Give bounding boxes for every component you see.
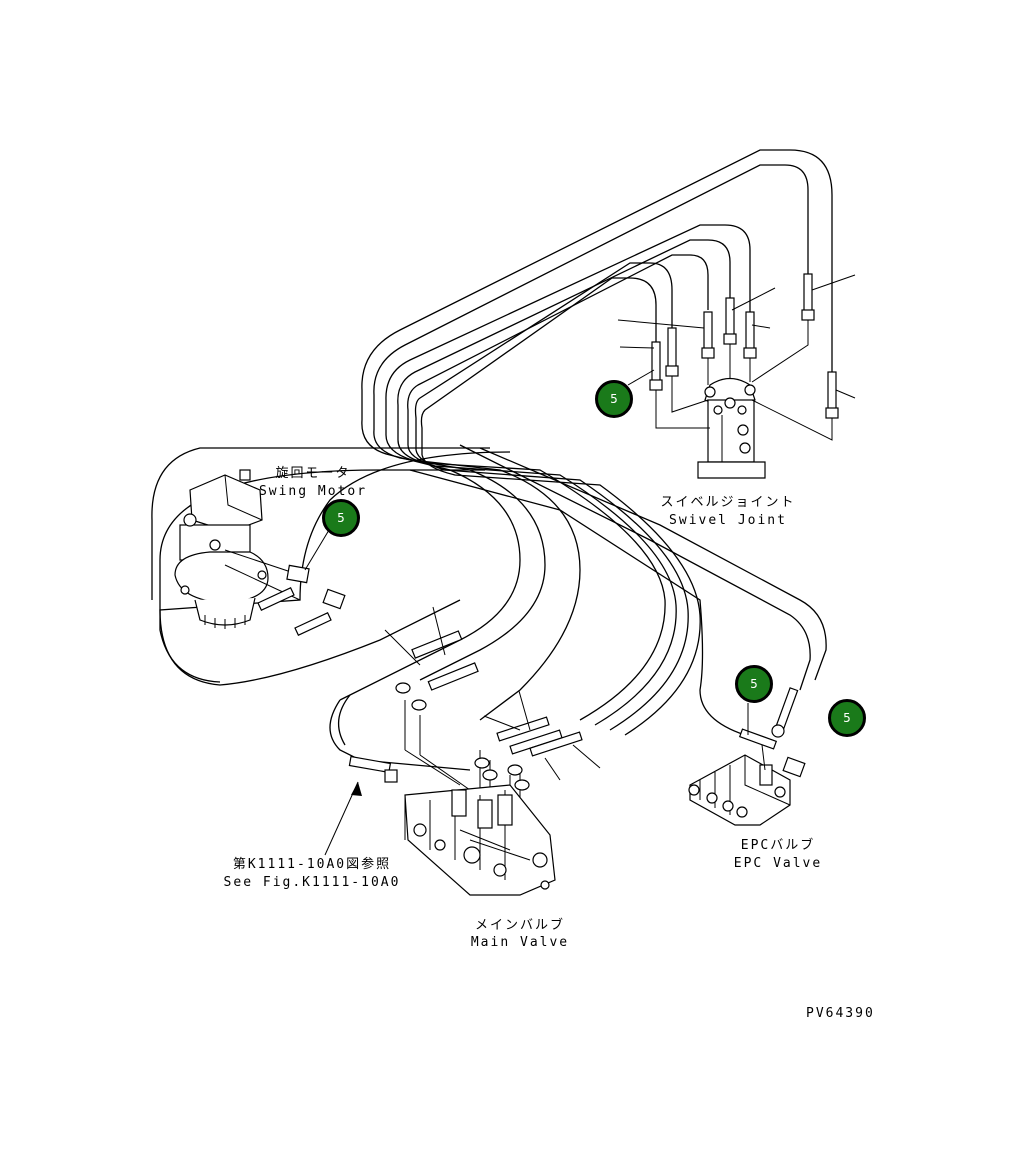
swing-motor-label-en: Swing Motor <box>258 484 368 499</box>
swivel-joint-label-jp: スイベルジョイント <box>660 495 796 510</box>
main-valve-label-en: Main Valve <box>470 935 570 950</box>
swivel-joint-label-en: Swivel Joint <box>669 513 787 528</box>
drawing-code: PV64390 <box>806 1006 875 1021</box>
swing-motor-body <box>174 469 269 629</box>
epc-valve-body <box>688 687 806 826</box>
epc-valve-label-jp: EPCバルブ <box>740 838 816 853</box>
reference-label-en: See Fig.K1111-10A0 <box>223 875 401 890</box>
hose-bundle-upper <box>361 149 833 455</box>
swivel-joint-leaders <box>617 274 856 399</box>
callout-part-5[interactable]: 5 <box>828 699 866 737</box>
reference-arrow <box>324 781 362 856</box>
main-valve-label-jp: メインバルブ <box>474 918 566 933</box>
epc-valve-label-en: EPC Valve <box>733 856 823 871</box>
callout-part-5[interactable]: 5 <box>595 380 633 418</box>
callout-part-5[interactable]: 5 <box>322 499 360 537</box>
swing-motor-label-jp: 旋回モータ <box>275 466 351 481</box>
main-valve-fittings <box>348 630 583 791</box>
swing-motor-fittings <box>224 519 346 637</box>
swivel-joint-body <box>697 377 766 479</box>
callout-part-5[interactable]: 5 <box>735 665 773 703</box>
main-valve-leaders <box>384 606 601 781</box>
reference-label-jp: 第K1111-10A0図参照 <box>232 857 392 872</box>
hose-bundle-middle <box>339 419 827 736</box>
main-valve-body <box>404 784 556 896</box>
swivel-joint-fittings <box>649 273 839 441</box>
